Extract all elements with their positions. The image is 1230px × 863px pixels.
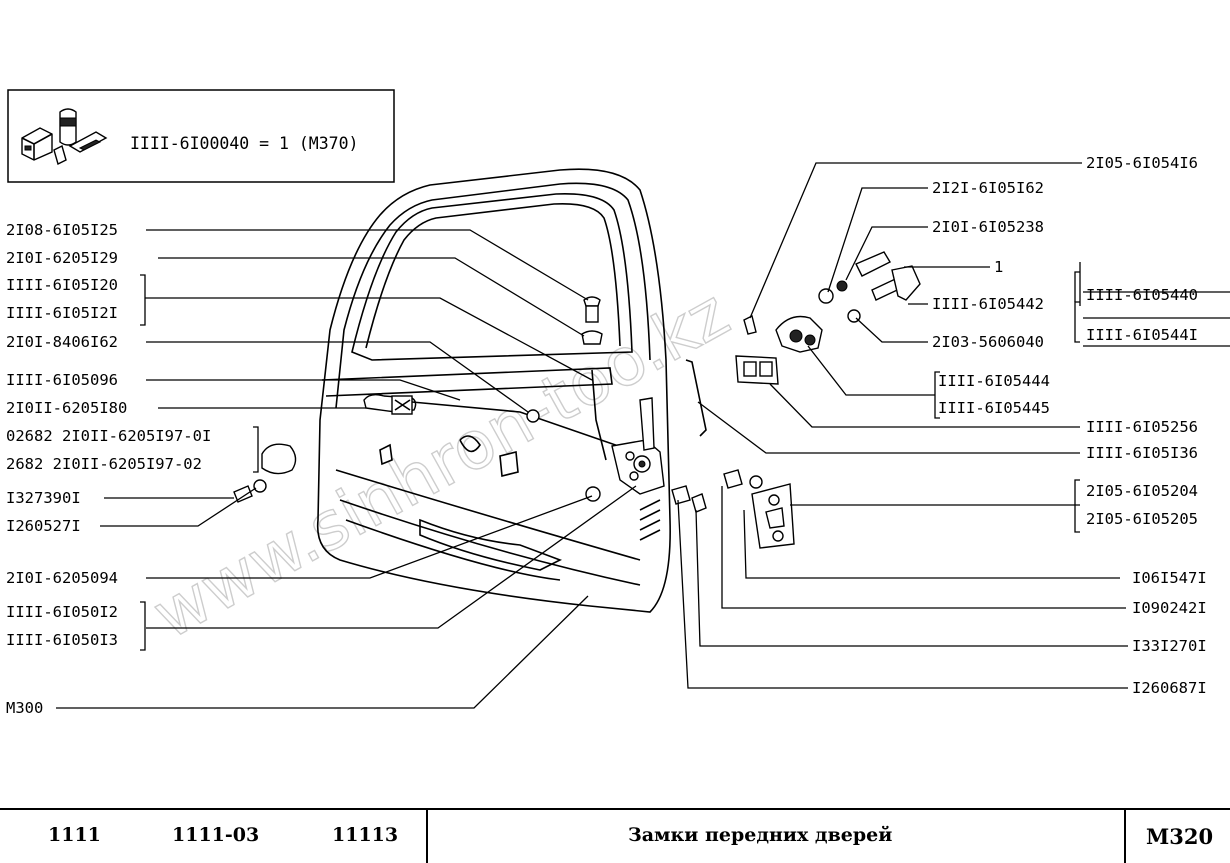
label-10902421: I090242I bbox=[1132, 599, 1207, 617]
label-1111-6105441: IIII-6I0544I bbox=[1086, 326, 1198, 344]
model-1111: 1111 bbox=[48, 824, 101, 846]
small-parts-left bbox=[233, 409, 601, 503]
label-1111-6105445: IIII-6I05445 bbox=[938, 399, 1050, 417]
label-1111-6105121: IIII-6I05I2I bbox=[6, 304, 118, 322]
label-21011-6205180: 2I0II-6205I80 bbox=[6, 399, 127, 417]
label-10615471: I06I547I bbox=[1132, 569, 1207, 587]
labels-left: 2I08-6I05I25 2I0I-6205I29 IIII-6I05I20 I… bbox=[6, 221, 211, 717]
label-12605271: I260527I bbox=[6, 517, 81, 535]
label-2105-6105416: 2I05-6I054I6 bbox=[1086, 154, 1198, 172]
label-12606871: I260687I bbox=[1132, 679, 1207, 697]
button-rod bbox=[591, 369, 607, 461]
label-1111-6105012: IIII-6I050I2 bbox=[6, 603, 118, 621]
leaders-right bbox=[677, 162, 1128, 689]
label-2682-21011-6205197-02: 2682 2I0II-6205I97-02 bbox=[6, 455, 202, 473]
lock-rod bbox=[411, 401, 631, 451]
parts-diagram: www.sinhron-too.kz IIII-6I00040 = 1 (M37… bbox=[6, 89, 1230, 717]
label-m300: M300 bbox=[6, 699, 43, 717]
label-1111-6105120: IIII-6I05I20 bbox=[6, 276, 118, 294]
door-outline bbox=[316, 168, 671, 613]
handle-rod bbox=[685, 359, 707, 437]
leaders-left bbox=[56, 229, 637, 709]
label-1111-6105136: IIII-6I05I36 bbox=[1086, 444, 1198, 462]
outside-handle-parts bbox=[735, 251, 921, 385]
label-2103-5606040: 2I03-5606040 bbox=[932, 333, 1044, 351]
label-2101-6105238: 2I0I-6I05238 bbox=[932, 218, 1044, 236]
kit-icon bbox=[21, 108, 108, 166]
label-2101-8406162: 2I0I-8406I62 bbox=[6, 333, 118, 351]
sheet-code: M320 bbox=[1146, 824, 1214, 849]
label-1111-6105256: IIII-6I05256 bbox=[1086, 418, 1198, 436]
kit-box: IIII-6I00040 = 1 (M370) bbox=[7, 89, 395, 183]
label-1111-6105442: IIII-6I05442 bbox=[932, 295, 1044, 313]
footer-divider bbox=[1124, 810, 1126, 863]
model-1111-03: 1111-03 bbox=[172, 824, 260, 846]
label-2121-6105162: 2I2I-6I05I62 bbox=[932, 179, 1044, 197]
label-1111-6105444: IIII-6I05444 bbox=[938, 372, 1050, 390]
label-1111-6105013: IIII-6I050I3 bbox=[6, 631, 118, 649]
lock-button bbox=[581, 296, 603, 345]
label-13312701: I33I270I bbox=[1132, 637, 1207, 655]
model-11113: 11113 bbox=[332, 824, 399, 846]
label-02682-21011-6205197-01: 02682 2I0II-6205I97-0I bbox=[6, 427, 211, 445]
label-qty-1: 1 bbox=[994, 258, 1003, 276]
brackets bbox=[140, 262, 1230, 651]
labels-right: 2I05-6I054I6 2I2I-6I05I62 2I0I-6I05238 1… bbox=[932, 154, 1207, 697]
title-block: 1111 1111-03 11113 Замки передних дверей… bbox=[0, 808, 1230, 863]
label-2101-6205129: 2I0I-6205I29 bbox=[6, 249, 118, 267]
label-2105-6105204: 2I05-6I05204 bbox=[1086, 482, 1198, 500]
kit-formula: IIII-6I00040 = 1 (M370) bbox=[130, 134, 358, 153]
label-2105-6105205: 2I05-6I05205 bbox=[1086, 510, 1198, 528]
diagram-title: Замки передних дверей bbox=[628, 824, 893, 846]
label-1111-6105440: IIII-6I05440 bbox=[1086, 286, 1198, 304]
label-2101-6205094: 2I0I-6205094 bbox=[6, 569, 118, 587]
footer-divider bbox=[426, 810, 428, 863]
label-2108-6105125: 2I08-6I05I25 bbox=[6, 221, 118, 239]
label-13273901: I327390I bbox=[6, 489, 81, 507]
inner-handle bbox=[363, 393, 417, 415]
label-1111-6105096: IIII-6I05096 bbox=[6, 371, 118, 389]
door-striker bbox=[671, 469, 795, 549]
door-lock bbox=[611, 397, 665, 495]
